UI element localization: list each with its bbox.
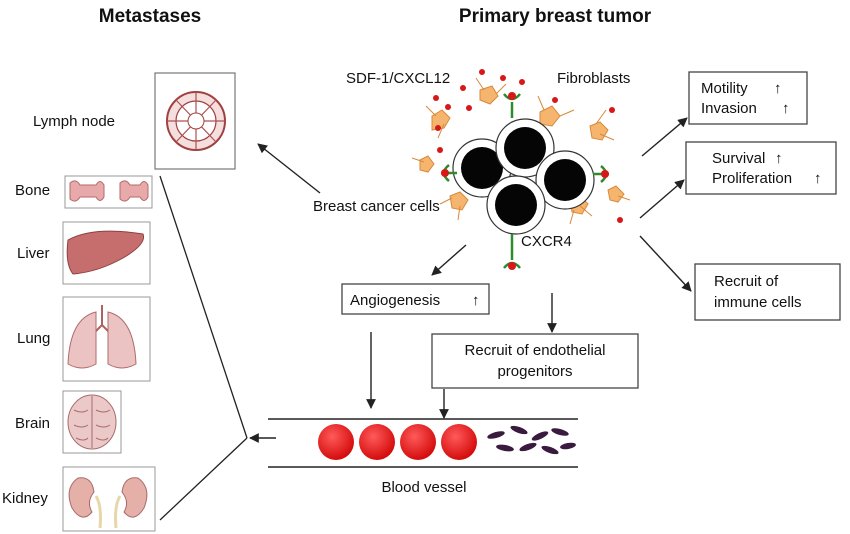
organ-label-brain: Brain: [15, 415, 50, 432]
sdf1-ligands: [433, 69, 623, 223]
bone-image: [64, 175, 153, 209]
sdf1-label: SDF-1/CXCL12: [346, 70, 450, 87]
blood-vessel: [268, 418, 578, 468]
endothelial-line1: Recruit of endothelial: [465, 342, 606, 359]
angiogenesis-box: Angiogenesis ↑: [341, 283, 490, 315]
arrow-to-angiogenesis: [431, 244, 467, 276]
organ-label-bone: Bone: [15, 182, 50, 199]
organ-label-lung: Lung: [17, 330, 50, 347]
proliferation-label: Proliferation: [712, 170, 792, 187]
up-arrow: ↑: [814, 170, 822, 187]
recruit-immune-line2: immune cells: [714, 294, 802, 311]
motility-invasion-box: Motility ↑ Invasion ↑: [688, 71, 808, 125]
cxcr4-label: CXCR4: [521, 233, 572, 250]
recruit-immune-box: Recruit of immune cells: [694, 263, 841, 321]
recruit-immune-line1: Recruit of: [714, 273, 779, 290]
cxcr4-bound-ligands: [441, 92, 609, 270]
up-arrow: ↑: [472, 292, 480, 309]
lung-image: [62, 296, 151, 382]
survival-proliferation-box: Survival ↑ Proliferation ↑: [685, 141, 837, 195]
organ-label-kidney: Kidney: [2, 490, 48, 507]
cancer-cells: [452, 118, 595, 235]
organ-label-liver: Liver: [17, 245, 50, 262]
endothelial-box: Recruit of endothelial progenitors: [431, 333, 639, 389]
arrow-to-motility: [641, 117, 688, 157]
fibroblast-cells: [411, 77, 631, 225]
motility-label: Motility: [701, 80, 748, 97]
invasion-label: Invasion: [701, 100, 757, 117]
breast-cancer-cells-label: Breast cancer cells: [313, 198, 440, 215]
fibroblasts-label: Fibroblasts: [557, 70, 630, 87]
blood-vessel-label: Blood vessel: [381, 479, 466, 496]
angiogenesis-label: Angiogenesis: [350, 292, 440, 309]
survival-label: Survival: [712, 150, 765, 167]
organ-label-lymph-node: Lymph node: [33, 113, 115, 130]
lymph-node-image: [154, 72, 236, 170]
kidney-image: [62, 466, 156, 532]
metastasis-line-upper: [159, 175, 248, 439]
up-arrow: ↑: [775, 150, 783, 167]
up-arrow: ↑: [782, 100, 790, 117]
liver-image: [62, 221, 151, 285]
brain-image: [62, 390, 122, 454]
arrow-to-immune: [639, 235, 692, 292]
primary-tumor-heading: Primary breast tumor: [459, 6, 652, 27]
up-arrow: ↑: [774, 80, 782, 97]
arrow-to-survival: [639, 179, 685, 219]
metastasis-line-lower: [159, 437, 248, 521]
metastases-heading: Metastases: [99, 6, 201, 27]
arrow-to-lymph-node: [257, 143, 321, 194]
endothelial-line2: progenitors: [497, 363, 572, 380]
